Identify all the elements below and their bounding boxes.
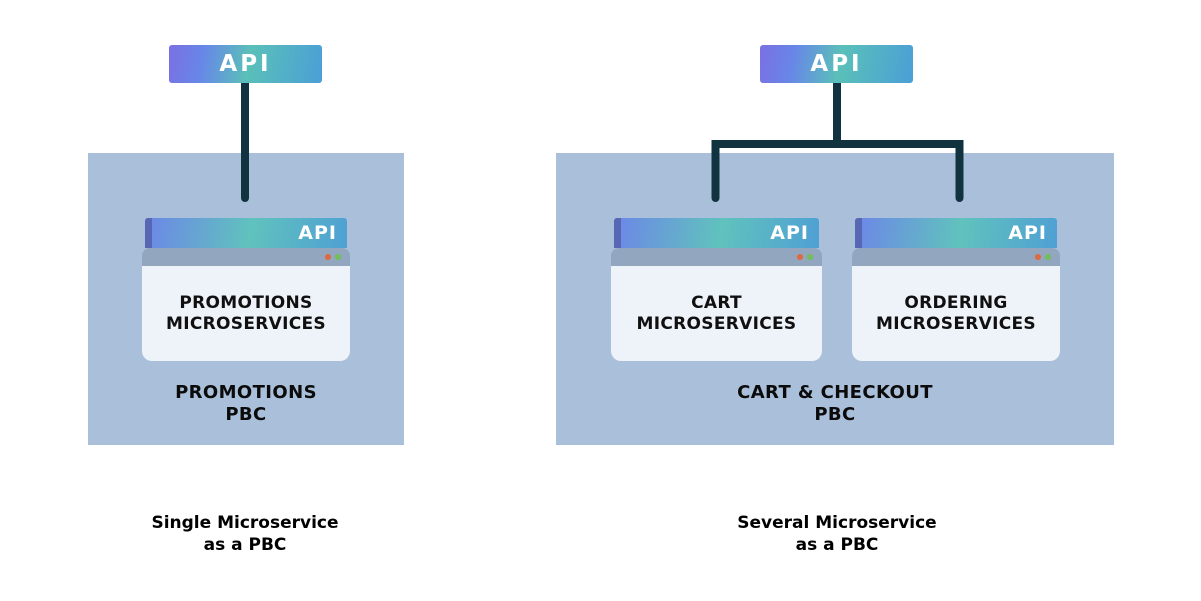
card-title: CART MICROSERVICES <box>611 266 822 361</box>
card-title-line1: ORDERING <box>904 292 1008 313</box>
microservice-card-promotions: API PROMOTIONS MICROSERVICES <box>142 218 350 361</box>
card-api-bar: API <box>614 218 819 248</box>
pbc-label-line1: PROMOTIONS <box>175 382 317 403</box>
microservice-card-ordering: API ORDERING MICROSERVICES <box>852 218 1060 361</box>
card-title-line2: MICROSERVICES <box>166 313 326 334</box>
card-title-line2: MICROSERVICES <box>876 313 1036 334</box>
api-label: API <box>810 51 863 77</box>
browser-chrome-bar <box>142 248 350 266</box>
green-dot-icon <box>335 254 341 260</box>
card-title: PROMOTIONS MICROSERVICES <box>142 266 350 361</box>
card-title-line1: CART <box>691 292 742 313</box>
pbc-label-cart-checkout: CART & CHECKOUT PBC <box>556 382 1114 426</box>
api-label: API <box>1008 222 1047 244</box>
caption-single-microservice: Single Microservice as a PBC <box>95 512 395 556</box>
green-dot-icon <box>807 254 813 260</box>
window-dots <box>325 254 341 260</box>
card-title-line1: PROMOTIONS <box>179 292 313 313</box>
browser-chrome-bar <box>852 248 1060 266</box>
api-bar-spine <box>855 218 862 248</box>
api-gateway-box-several: API <box>760 45 913 83</box>
pbc-box-promotions: API PROMOTIONS MICROSERVICES PROMOTIONS … <box>88 153 404 445</box>
caption-line1: Single Microservice <box>151 513 339 533</box>
caption-line1: Several Microservice <box>737 513 937 533</box>
pbc-box-cart-checkout: API CART MICROSERVICES API <box>556 153 1114 445</box>
card-title: ORDERING MICROSERVICES <box>852 266 1060 361</box>
api-label: API <box>219 51 272 77</box>
pbc-label-promotions: PROMOTIONS PBC <box>88 382 404 426</box>
card-api-bar: API <box>145 218 347 248</box>
pbc-label-line2: PBC <box>814 404 856 425</box>
api-label: API <box>298 222 337 244</box>
orange-dot-icon <box>1035 254 1041 260</box>
card-api-bar: API <box>855 218 1057 248</box>
caption-line2: as a PBC <box>795 535 879 555</box>
orange-dot-icon <box>797 254 803 260</box>
caption-several-microservice: Several Microservice as a PBC <box>687 512 987 556</box>
orange-dot-icon <box>325 254 331 260</box>
microservice-card-cart: API CART MICROSERVICES <box>611 218 822 361</box>
caption-line2: as a PBC <box>203 535 287 555</box>
browser-chrome-bar <box>611 248 822 266</box>
green-dot-icon <box>1045 254 1051 260</box>
pbc-label-line2: PBC <box>225 404 267 425</box>
api-bar-spine <box>614 218 621 248</box>
card-title-line2: MICROSERVICES <box>636 313 797 334</box>
window-dots <box>797 254 813 260</box>
window-dots <box>1035 254 1051 260</box>
api-gateway-box-single: API <box>169 45 322 83</box>
api-bar-spine <box>145 218 152 248</box>
api-label: API <box>770 222 809 244</box>
pbc-label-line1: CART & CHECKOUT <box>737 382 933 403</box>
